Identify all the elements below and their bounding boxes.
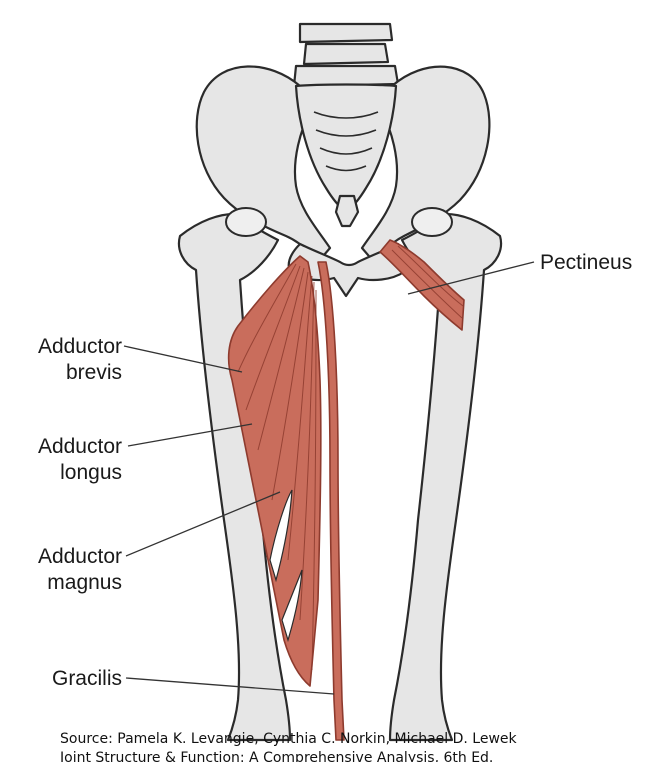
right-ilium [360, 65, 491, 264]
adductor-longus-line2: longus [60, 461, 122, 484]
source-line-1: Source: Pamela K. Levangie, Cynthia C. N… [60, 731, 517, 747]
label-adductor-magnus: Adductor magnus [18, 544, 122, 596]
leader-adductor-magnus [125, 491, 281, 557]
label-adductor-longus: Adductor longus [18, 434, 122, 486]
left-femur [177, 212, 292, 742]
right-femur [388, 212, 503, 742]
leader-adductor-brevis [123, 345, 243, 373]
label-pectineus: Pectineus [540, 250, 632, 276]
adductor-fan [227, 255, 322, 687]
femurs [177, 212, 503, 742]
pelvis [195, 22, 491, 298]
pectineus-muscle [379, 239, 465, 331]
adductor-magnus-line1: Adductor [37, 545, 122, 568]
gracilis-muscle [317, 261, 345, 741]
left-ilium [195, 65, 332, 264]
source-citation: Source: Pamela K. Levangie, Cynthia C. N… [60, 730, 654, 762]
label-gracilis: Gracilis [18, 666, 122, 692]
adductor-brevis-line1: Adductor [37, 335, 122, 358]
femoral-heads [225, 207, 453, 237]
sacral-ridges [313, 111, 379, 172]
muscle-fibers [237, 245, 464, 671]
source-line-2: Joint Structure & Function: A Comprehens… [60, 750, 494, 762]
adductor-brevis-line2: brevis [65, 361, 122, 384]
sacrum [294, 83, 398, 214]
gracilis-text: Gracilis [51, 667, 122, 690]
muscles [227, 239, 465, 741]
adductor-magnus-openings [269, 489, 303, 643]
pectineus-text: Pectineus [540, 251, 633, 274]
label-adductor-brevis: Adductor brevis [18, 334, 122, 386]
leader-gracilis [125, 677, 335, 695]
leader-pectineus [407, 261, 535, 295]
coccyx [334, 194, 360, 228]
adductor-magnus-line2: magnus [47, 571, 122, 594]
leader-adductor-longus [127, 423, 253, 447]
lumbar-vertebrae [292, 22, 400, 88]
adductor-longus-line1: Adductor [37, 435, 122, 458]
leader-lines [123, 261, 535, 695]
